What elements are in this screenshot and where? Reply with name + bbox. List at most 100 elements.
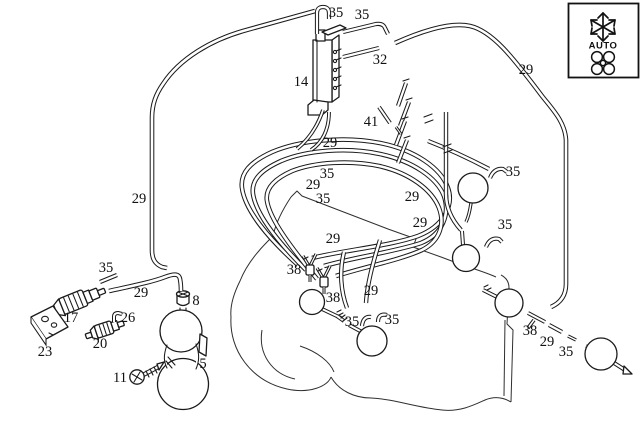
bracket-notch bbox=[48, 332, 54, 336]
block-top-port bbox=[315, 29, 326, 42]
valve-17-rib bbox=[72, 293, 80, 309]
valve-17-right-nipple bbox=[97, 287, 107, 296]
part-label-8: 8 bbox=[192, 293, 199, 309]
reservoir-waist bbox=[163, 344, 168, 369]
part-label-38: 38 bbox=[523, 323, 538, 339]
pod-body bbox=[457, 172, 489, 204]
part-label-29: 29 bbox=[306, 177, 321, 193]
engine-right-inner-line bbox=[503, 319, 506, 397]
reservoir-side-fin bbox=[198, 333, 208, 357]
hose-29-left-long bbox=[149, 8, 316, 271]
valve-hatch bbox=[317, 268, 323, 272]
screw-thread bbox=[149, 368, 154, 376]
part-label-29: 29 bbox=[134, 285, 149, 301]
part-label-11: 11 bbox=[113, 370, 127, 386]
valve-body bbox=[319, 276, 329, 288]
hose-stubs bbox=[377, 78, 453, 164]
grommet-body bbox=[176, 295, 190, 307]
valve-20-rib bbox=[106, 322, 111, 334]
pod-body bbox=[356, 325, 388, 357]
reservoir-upper-sphere bbox=[159, 309, 203, 353]
vacuum-actuator bbox=[457, 172, 489, 223]
hose-29-to-pod-b bbox=[443, 112, 463, 232]
reservoir-waist bbox=[195, 343, 200, 370]
pod-body bbox=[298, 288, 326, 316]
vacuum-actuator bbox=[584, 337, 633, 375]
valve-17-rib bbox=[67, 295, 75, 311]
grommet-8 bbox=[175, 290, 191, 313]
pod-tail-tip bbox=[622, 365, 633, 375]
vacuum-actuator bbox=[482, 284, 524, 318]
fittings-35 bbox=[99, 4, 577, 342]
part-label-17: 17 bbox=[64, 310, 79, 326]
bracket-23 bbox=[30, 305, 69, 347]
auto-label: AUTO bbox=[589, 41, 618, 52]
break-marks bbox=[442, 143, 453, 154]
block-foot bbox=[307, 99, 329, 116]
part-label-35: 35 bbox=[506, 164, 521, 180]
stub-hatch bbox=[401, 78, 413, 139]
part-label-35: 35 bbox=[385, 312, 400, 328]
reservoir-nipple bbox=[165, 356, 176, 369]
valve-20-rib bbox=[102, 323, 107, 336]
check-valve-38 bbox=[301, 253, 318, 282]
valve-body bbox=[305, 264, 315, 276]
snowflake-icon bbox=[590, 12, 616, 42]
fan-icon bbox=[590, 50, 616, 76]
vacuum-actuator-pods bbox=[298, 172, 633, 375]
elbow-26 bbox=[112, 311, 123, 322]
part-label-35: 35 bbox=[498, 217, 513, 233]
valve-20-right-nipple bbox=[116, 320, 125, 328]
valve-block-14 bbox=[307, 24, 347, 116]
valve-17-rib bbox=[77, 291, 84, 307]
check-valves-38 bbox=[301, 253, 546, 330]
part-label-23: 23 bbox=[38, 344, 53, 360]
vacuum-actuator bbox=[451, 230, 481, 273]
block-nipple-tick bbox=[335, 48, 342, 88]
part-label-29: 29 bbox=[405, 189, 420, 205]
part-label-29: 29 bbox=[323, 135, 338, 151]
part-label-29: 29 bbox=[132, 191, 147, 207]
block-nipples bbox=[332, 48, 342, 91]
engine-bottom-edge bbox=[330, 376, 512, 411]
part-label-5: 5 bbox=[199, 356, 206, 372]
bracket-plate bbox=[30, 305, 69, 340]
part-label-38: 38 bbox=[326, 290, 341, 306]
bracket-hole bbox=[41, 315, 49, 323]
t-fitting-38 bbox=[526, 311, 546, 330]
part-label-35: 35 bbox=[329, 5, 344, 21]
valve-20-rib bbox=[98, 324, 104, 337]
part-label-29: 29 bbox=[326, 231, 341, 247]
block-top-connector bbox=[321, 24, 347, 36]
pod-body bbox=[451, 243, 481, 273]
block-front-face bbox=[312, 39, 333, 103]
part-label-32: 32 bbox=[373, 52, 388, 68]
nipple-hatch bbox=[336, 309, 344, 316]
part-label-35: 35 bbox=[320, 166, 335, 182]
part-label-29: 29 bbox=[519, 62, 534, 78]
part-label-35: 35 bbox=[559, 344, 574, 360]
clamp-marks bbox=[423, 113, 434, 124]
valve-20 bbox=[84, 320, 125, 340]
screw-thread bbox=[153, 366, 158, 374]
screw-slot bbox=[133, 371, 141, 383]
part-label-35: 35 bbox=[316, 191, 331, 207]
valve-hatch bbox=[303, 256, 309, 260]
pod-body bbox=[494, 288, 524, 318]
reservoir-5 bbox=[156, 309, 210, 411]
screw-thread bbox=[145, 370, 150, 378]
part-label-14: 14 bbox=[294, 74, 309, 90]
nipple-hatch bbox=[340, 314, 348, 322]
engine-right-edge bbox=[500, 274, 514, 403]
engine-outline bbox=[230, 190, 514, 411]
part-label-41: 41 bbox=[364, 114, 379, 130]
bracket-flange bbox=[30, 316, 47, 347]
engine-inner-arc-2 bbox=[299, 345, 335, 373]
grommet-hatch bbox=[178, 291, 188, 297]
part-label-35: 35 bbox=[345, 314, 360, 330]
valve-17-rib bbox=[63, 297, 70, 313]
valve-20-cone bbox=[89, 325, 100, 340]
climate-legend: AUTO bbox=[567, 2, 640, 79]
